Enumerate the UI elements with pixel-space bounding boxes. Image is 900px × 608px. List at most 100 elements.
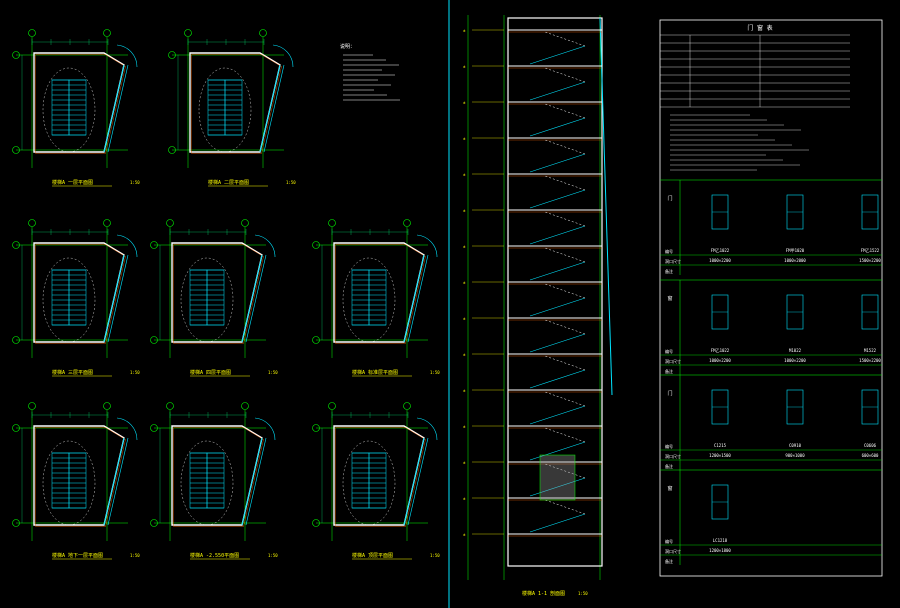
plan-scale: 1:50 [130,180,140,185]
level-mark: ± [463,388,466,393]
wall-hatch [35,244,126,344]
stair-flight-line [544,427,586,443]
stair-plan: 楼梯A 一层平面图 1:50 [12,29,140,187]
stair-flight [224,79,243,136]
stair-flight-line [529,441,586,461]
item-code: M1022 [789,348,802,353]
grid-bubble [28,29,36,37]
level-mark: ± [463,136,466,141]
section-title: 楼梯A 1-1 剖面图 [522,590,565,597]
item-size: 1000×2200 [784,358,806,363]
door-swing [254,234,276,258]
curtain-wall [263,64,285,153]
field-label: 编号 [665,538,673,544]
level-mark: ± [463,460,466,465]
grid-bubble [241,219,249,227]
group-label: 门 [667,390,672,397]
door-swing [272,44,294,68]
stair-flight [368,269,387,326]
plan-title: 楼梯A 地下一层平面图 [52,552,103,559]
walk-line [42,257,96,343]
level-mark: ± [463,244,466,249]
curtain-wall [107,254,129,343]
stair-flight [206,452,225,509]
plan-title: 楼梯A 四层平面图 [190,369,231,376]
item-size: 1000×2000 [784,258,806,263]
plan-scale: 1:50 [268,553,278,558]
walk-line [180,257,234,343]
plan-scale: 1:50 [268,370,278,375]
grid-bubble [150,519,158,527]
plan-scale: 1:50 [130,370,140,375]
stair-flight [68,452,87,509]
field-label: 备注 [665,368,673,374]
item-size: 1000×2200 [709,258,731,263]
basement-hatch [539,454,576,501]
section-curtain-wall [599,17,613,396]
level-mark: ± [463,100,466,105]
grid-bubble [328,402,336,410]
grid-bubble [103,29,111,37]
grid-bubble [328,219,336,227]
curtain-wall [241,254,263,343]
stair-plan: 楼梯A 顶层平面图 1:50 [312,402,440,560]
level-mark: ± [463,496,466,501]
group-label: 窗 [667,485,672,492]
section-scale: 1:50 [578,591,588,596]
grid-bubble [12,146,20,154]
level-mark: ± [463,208,466,213]
grid-bubble [312,336,320,344]
group-label: 门 [667,195,672,202]
item-code: FM甲1020 [786,248,805,253]
wall-hatch [335,427,426,527]
walk-line [342,257,396,343]
walk-line [42,440,96,526]
level-mark: ± [463,352,466,357]
stair-plan: 楼梯A 二层平面图 1:50 [168,29,296,187]
stair-flight-line [529,297,586,317]
grid-bubble [103,402,111,410]
plan-title: 楼梯A 三层平面图 [52,369,93,376]
curtain-wall [103,254,125,343]
plan-title: 楼梯A 二层平面图 [208,179,249,186]
item-code: C1215 [714,443,727,448]
curtain-wall [245,437,267,526]
stair-flight-line [544,283,586,299]
curtain-wall [245,254,267,343]
field-label: 编号 [665,348,673,354]
wall-hatch [191,54,282,154]
stair-flight-line [544,103,586,119]
stair-flight-line [544,211,586,227]
grid-bubble [103,219,111,227]
field-label: 洞口尺寸 [665,358,681,364]
item-code: FM乙1022 [711,247,730,253]
stair-flight-line [529,513,586,533]
plan-scale: 1:50 [430,553,440,558]
stair-flight-line [544,67,586,83]
stair-flight-line [529,405,586,425]
general-notes-group: 说明： [340,43,400,101]
level-mark: ± [463,424,466,429]
curtain-wall [259,64,281,153]
door-swing [416,417,438,441]
door-swing [254,417,276,441]
grid-bubble [312,241,320,249]
plan-title: 楼梯A 顶层平面图 [352,552,393,559]
stair-flight [68,269,87,326]
stair-flight-line [529,189,586,209]
schedule-group: 门C12151200×1500C0910900×1000C0606600×600… [660,374,882,470]
stair-flight-line [529,153,586,173]
stair-flight-line [529,45,586,65]
walk-line [42,67,96,153]
stair-flight-line [529,369,586,389]
stair-flight-line [529,117,586,137]
plan-title: 楼梯A 一层平面图 [52,179,93,186]
stair-flight-line [529,261,586,281]
schedule-frame [659,19,883,577]
stair-flight-line [544,319,586,335]
plan-scale: 1:50 [286,180,296,185]
